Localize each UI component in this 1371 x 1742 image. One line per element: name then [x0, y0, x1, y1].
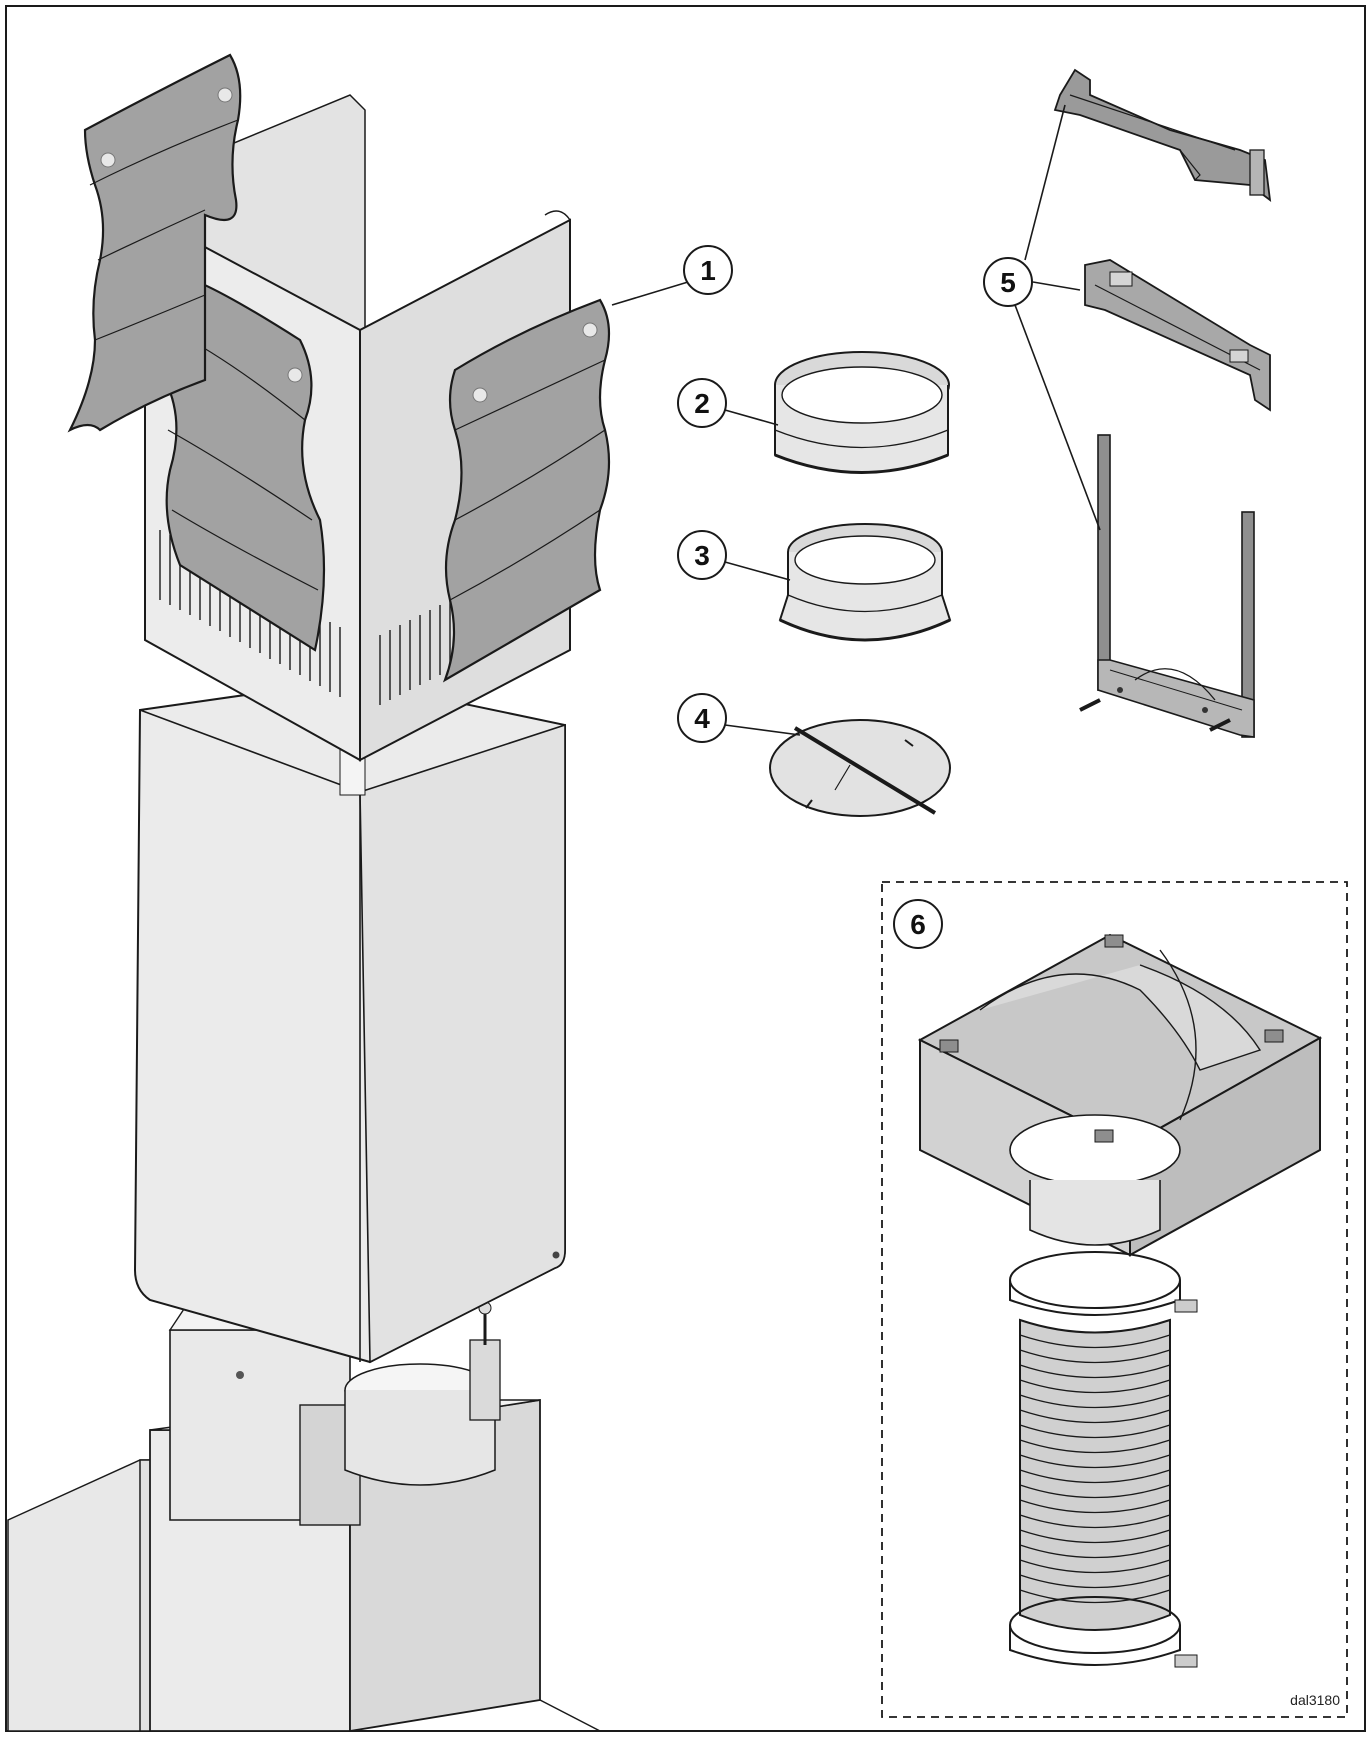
callout-2: 2: [677, 378, 779, 428]
part-6-dashed-box: [881, 881, 1348, 1718]
callout-5: 5: [983, 104, 1101, 531]
callout-4-label: 4: [694, 703, 710, 734]
lower-chimney-section: [133, 678, 566, 1364]
callout-1: 1: [611, 245, 733, 306]
callout-6: 6: [893, 899, 943, 949]
drawing-code: dal3180: [1290, 1692, 1340, 1708]
callout-2-label: 2: [694, 388, 710, 419]
part-6-flexible-hose: [1019, 1318, 1171, 1631]
vent-slots-right: [379, 600, 451, 705]
grease-filter-back-left: [67, 53, 242, 433]
part-6-hose-clamp-lower: [1009, 1596, 1198, 1668]
part-3-reducer-ring: [778, 523, 952, 642]
part-6-hose-clamp-upper: [1009, 1251, 1198, 1316]
part-6-recirculation-box: [917, 933, 1323, 1257]
part-4-backdraft-flap: [769, 719, 951, 817]
callout-3-label: 3: [694, 540, 710, 571]
callout-1-label: 1: [700, 255, 716, 286]
part-2-duct-ring: [774, 351, 950, 474]
callout-3: 3: [677, 530, 791, 581]
diagram-frame: [5, 5, 1366, 1732]
part-5-frame-bracket: [1079, 434, 1255, 738]
part-5-upper-bracket: [1053, 68, 1272, 202]
callout-6-label: 6: [910, 909, 926, 940]
callout-4: 4: [677, 693, 801, 743]
upper-chimney-section: [67, 53, 611, 762]
part-5-middle-bracket: [1084, 259, 1271, 412]
callout-5-label: 5: [1000, 267, 1016, 298]
